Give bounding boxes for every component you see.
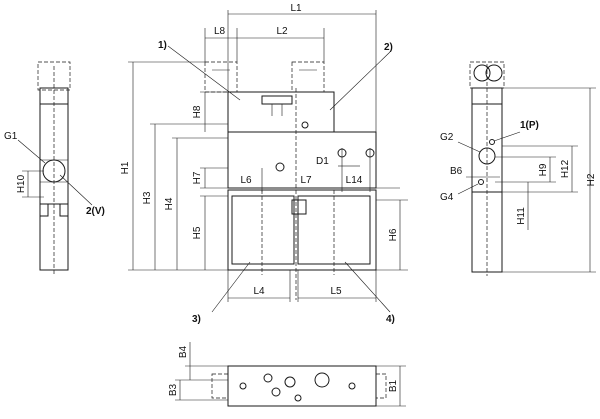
label-h9: H9: [538, 163, 549, 176]
center-connector: [291, 199, 307, 215]
bottom-hole-2: [263, 373, 273, 383]
label-g4: G4: [440, 192, 454, 203]
right-side-view: [457, 61, 596, 276]
pilot-hole: [301, 121, 309, 129]
label-d1: D1: [316, 156, 329, 167]
callout-2: 2): [384, 42, 393, 53]
bottom-left-dashed: [211, 373, 229, 399]
label-l2: L2: [276, 26, 288, 37]
callout-1: 1): [158, 40, 167, 51]
label-l6: L6: [240, 175, 252, 186]
label-b3: B3: [168, 383, 179, 396]
label-h11: H11: [516, 207, 527, 225]
label-g1: G1: [4, 131, 18, 142]
bottom-hole-4: [284, 376, 296, 388]
c1-leader: [167, 45, 241, 101]
callout-3: 3): [192, 314, 201, 325]
right-knob-a: [473, 64, 491, 82]
bottom-port: [314, 372, 330, 388]
bottom-hole-1: [239, 382, 247, 390]
label-l14: L14: [346, 175, 363, 186]
g1-leader: [17, 139, 46, 164]
label-h12: H12: [560, 159, 571, 178]
label-h3: H3: [142, 191, 153, 204]
label-h5: H5: [192, 226, 203, 239]
label-b6: B6: [450, 166, 463, 177]
base-body: [227, 189, 377, 271]
bottom-hole-6: [348, 382, 356, 390]
right-g4-hole: [478, 179, 484, 185]
bottom-view: [175, 342, 406, 407]
label-h10: H10: [16, 174, 27, 193]
left-foot-l: [39, 203, 49, 217]
bottom-right-dashed: [375, 373, 387, 399]
label-h2: H2: [586, 173, 597, 186]
label-l7: L7: [300, 175, 312, 186]
label-h4: H4: [164, 197, 175, 210]
label-l8: L8: [214, 26, 226, 37]
label-h8: H8: [192, 105, 203, 118]
label-b1: B1: [388, 379, 399, 392]
callout-2v: 2(V): [86, 206, 105, 217]
label-b4: B4: [178, 345, 189, 358]
c4-leader: [344, 261, 391, 313]
g2-leader: [457, 141, 481, 153]
dimension-labels: L1 L8 L2 L6 L7 L14 D1 L4 L5 H1 H3 H4 H8 …: [4, 3, 597, 396]
callout-1p: 1(P): [520, 120, 539, 131]
port-block-3: [231, 195, 295, 265]
right-knob-b: [485, 64, 503, 82]
label-l5: L5: [330, 286, 342, 297]
label-l1: L1: [290, 3, 302, 14]
g4-leader: [457, 183, 479, 195]
coil-right-dashed: [291, 61, 325, 93]
label-h7: H7: [192, 171, 203, 184]
body-screw-hole: [275, 162, 285, 172]
bottom-hole-5: [294, 394, 302, 402]
pilot-body: [227, 91, 335, 133]
left-side-view: [17, 61, 93, 275]
callout-labels: 1) 2) 3) 4) 2(V) 1(P): [86, 40, 539, 325]
c2-leader: [329, 51, 391, 111]
c2v-leader: [59, 174, 93, 206]
label-h6: H6: [388, 228, 399, 241]
label-g2: G2: [440, 132, 454, 143]
bottom-hole-3: [271, 387, 281, 397]
label-h1: H1: [120, 161, 131, 174]
callout-4: 4): [386, 314, 395, 325]
left-foot-r: [59, 203, 69, 217]
front-view: [128, 10, 408, 313]
pilot-connector: [261, 95, 293, 105]
label-l4: L4: [253, 286, 265, 297]
c3-leader: [211, 261, 251, 313]
right-p-hole: [489, 139, 495, 145]
bottom-body: [227, 365, 377, 407]
c1p-leader: [493, 131, 521, 142]
